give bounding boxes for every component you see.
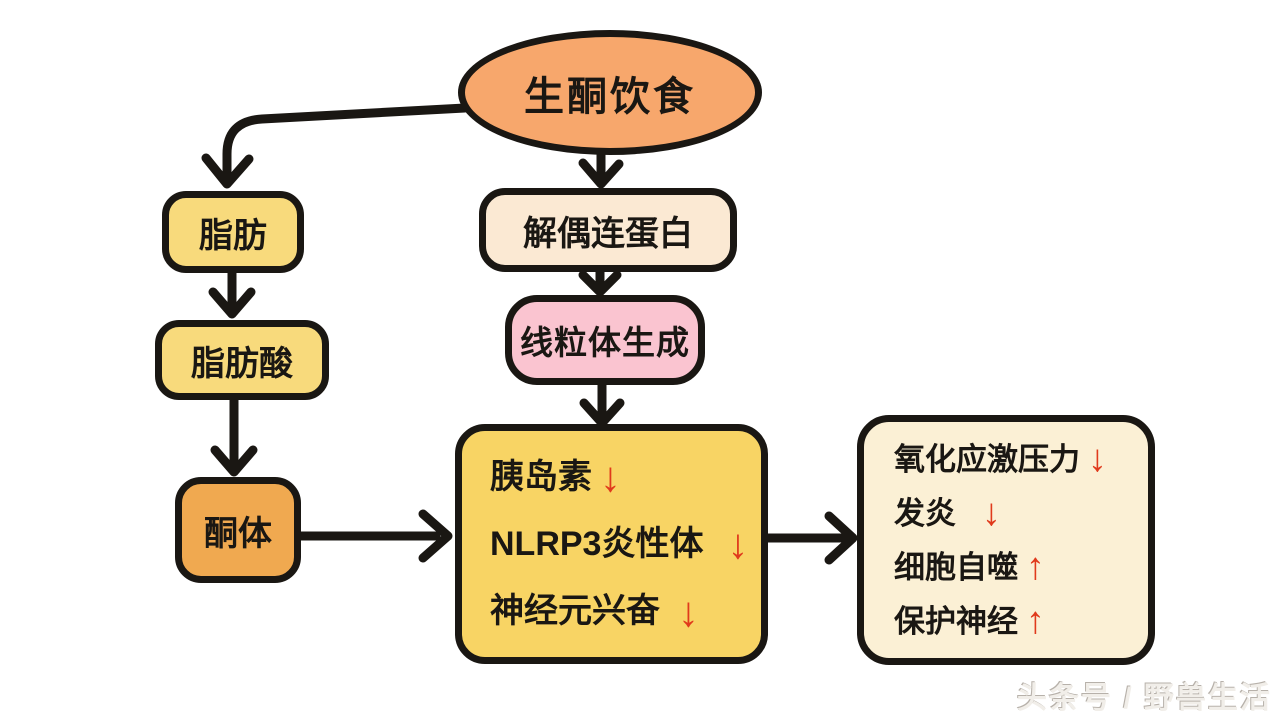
arrow-fattyacid-to-ketone bbox=[210, 393, 258, 477]
effect-row-oxidative-stress: 氧化应激压力 ↓ bbox=[894, 437, 1144, 480]
node-mitochondrial-biogenesis-label: 线粒体生成 bbox=[520, 324, 690, 361]
node-fatty-acid: 脂肪酸 bbox=[155, 320, 329, 400]
arrow-ketone-to-mideffects bbox=[295, 509, 453, 563]
effect-neuron-excitation-label: 神经元兴奋 bbox=[490, 592, 660, 631]
effect-insulin-label: 胰岛素 bbox=[490, 457, 592, 496]
arrow-fat-to-fattyacid bbox=[208, 265, 256, 319]
node-ketogenic-diet: 生酮饮食 bbox=[458, 30, 762, 155]
arrow-ketodiet-to-fat bbox=[201, 103, 470, 189]
node-fatty-acid-label: 脂肪酸 bbox=[191, 344, 293, 383]
watermark: 头条号 / 野兽生活 bbox=[1016, 682, 1272, 715]
node-uncoupling-protein-label: 解偶连蛋白 bbox=[523, 214, 693, 253]
node-mitochondrial-biogenesis: 线粒体生成 bbox=[505, 295, 705, 385]
node-fat-label: 脂肪 bbox=[199, 216, 267, 255]
effect-neuroprotection-label: 保护神经 bbox=[894, 603, 1018, 639]
node-mid-effects: 胰岛素 ↓ NLRP3炎性体 ↓ 神经元兴奋 ↓ bbox=[455, 424, 768, 664]
effect-inflammation-label: 发炎 bbox=[894, 495, 956, 531]
node-ketone-bodies: 酮体 bbox=[175, 477, 301, 583]
arrow-mideffects-to-righteffects bbox=[763, 511, 858, 565]
effect-row-neuroprotection: 保护神经 ↑ bbox=[894, 599, 1144, 642]
down-arrow-icon: ↓ bbox=[678, 587, 699, 635]
right-effects-rows: 氧化应激压力 ↓ 发炎 ↓ 细胞自噬 ↑ 保护神经 ↑ bbox=[864, 422, 1148, 658]
mid-effects-rows: 胰岛素 ↓ NLRP3炎性体 ↓ 神经元兴奋 ↓ bbox=[462, 431, 761, 657]
effect-oxidative-stress-label: 氧化应激压力 bbox=[894, 441, 1080, 477]
effect-row-inflammation: 发炎 ↓ bbox=[894, 491, 1144, 534]
node-ketogenic-diet-label: 生酮饮食 bbox=[524, 74, 696, 119]
down-arrow-icon: ↓ bbox=[1088, 437, 1107, 480]
node-ketone-bodies-label: 酮体 bbox=[204, 514, 272, 553]
effect-row-neuron-excitation: 神经元兴奋 ↓ bbox=[490, 587, 755, 635]
node-right-effects: 氧化应激压力 ↓ 发炎 ↓ 细胞自噬 ↑ 保护神经 ↑ bbox=[857, 415, 1155, 665]
node-uncoupling-protein: 解偶连蛋白 bbox=[479, 188, 737, 272]
arrow-uncoupling-to-mito bbox=[578, 264, 622, 297]
effect-nlrp3-label: NLRP3炎性体 bbox=[490, 524, 704, 563]
up-arrow-icon: ↑ bbox=[1026, 599, 1045, 642]
effect-row-insulin: 胰岛素 ↓ bbox=[490, 452, 755, 500]
effect-row-autophagy: 细胞自噬 ↑ bbox=[894, 545, 1144, 588]
arrow-mito-to-mideffects bbox=[579, 378, 625, 428]
down-arrow-icon: ↓ bbox=[727, 520, 749, 568]
down-arrow-icon: ↓ bbox=[982, 491, 1001, 534]
up-arrow-icon: ↑ bbox=[1026, 545, 1045, 588]
effect-row-nlrp3: NLRP3炎性体 ↓ bbox=[490, 520, 755, 568]
down-arrow-icon: ↓ bbox=[600, 452, 621, 500]
effect-autophagy-label: 细胞自噬 bbox=[894, 549, 1018, 585]
node-fat: 脂肪 bbox=[162, 191, 304, 273]
